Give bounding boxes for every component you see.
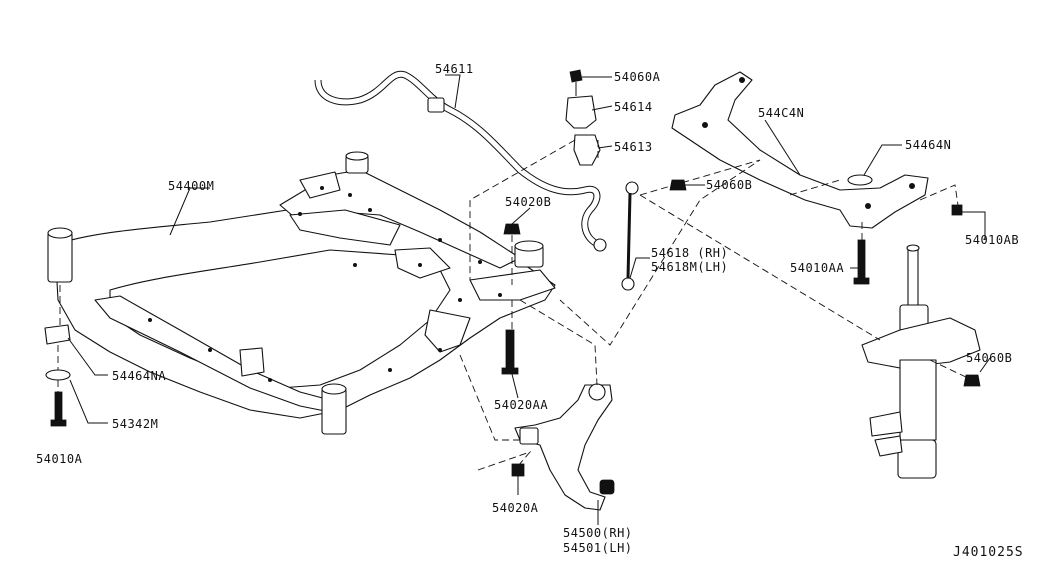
label-54010ab: 54010AB xyxy=(965,233,1019,247)
strut-assembly xyxy=(861,244,981,479)
label-544c4n: 544C4N xyxy=(758,106,804,120)
label-54618-rh: 54618 (RH) xyxy=(651,246,728,260)
label-54464na: 54464NA xyxy=(112,369,166,383)
assembly-lines xyxy=(57,139,969,471)
part-labels: 54611 54060A 54614 54613 544C4N 54464N 5… xyxy=(36,62,1024,560)
label-54400m: 54400M xyxy=(168,179,214,193)
label-54010a: 54010A xyxy=(36,452,83,466)
label-54060a: 54060A xyxy=(614,70,661,84)
label-54500-rh: 54500(RH) xyxy=(563,526,633,540)
label-54020a: 54020A xyxy=(492,501,539,515)
stabilizer-link xyxy=(621,181,639,291)
label-54618m-lh: 54618M(LH) xyxy=(651,260,728,274)
stabilizer-bushing-clamp xyxy=(565,69,601,166)
label-54501-lh: 54501(LH) xyxy=(563,541,633,555)
label-54020aa: 54020AA xyxy=(494,398,548,412)
label-54613: 54613 xyxy=(614,140,653,154)
label-54060b-top: 54060B xyxy=(706,178,752,192)
stabilizer-bar xyxy=(314,70,607,252)
fasteners xyxy=(44,179,981,477)
label-54060b-right: 54060B xyxy=(966,351,1012,365)
label-54611: 54611 xyxy=(435,62,474,76)
label-54614: 54614 xyxy=(614,100,653,114)
transverse-link xyxy=(514,383,615,511)
label-54464n: 54464N xyxy=(905,138,951,152)
label-54342m: 54342M xyxy=(112,417,158,431)
front-suspension-member xyxy=(47,151,556,435)
label-54010aa: 54010AA xyxy=(790,261,844,275)
washer-54464n xyxy=(847,174,873,186)
label-54020b: 54020B xyxy=(505,195,551,209)
leader-lines xyxy=(67,74,991,525)
rear-gusset xyxy=(671,71,929,229)
diagram-code: J401025S xyxy=(953,545,1024,560)
